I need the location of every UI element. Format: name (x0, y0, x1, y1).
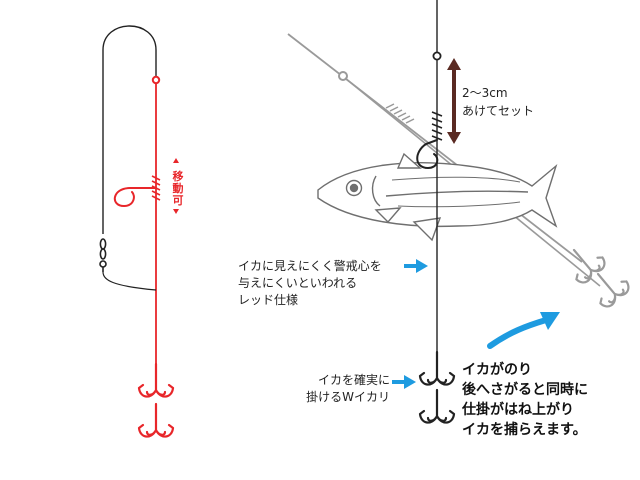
gap-setting-label: 2〜3cm あけてセット (462, 86, 535, 118)
blue-arrow-w-hook-note (392, 375, 416, 389)
w-hook-note: イカを確実に 掛けるWイカリ (306, 373, 390, 404)
blue-curve-arrow (487, 317, 549, 349)
movable-label: 移動可 (172, 170, 184, 207)
main-line-left (102, 25, 157, 234)
action-note: イカがのり 後へさがると同時に 仕掛がはね上がり イカを捕らえます。 (462, 362, 588, 438)
red-treble-hook-top (137, 362, 175, 398)
movable-down-arrow (173, 209, 179, 214)
left-ring (151, 75, 161, 85)
red-spec-note: イカに見えにくく警戒心を 与えにくいといわれる レッド仕様 (238, 259, 382, 307)
swivel-link (102, 271, 157, 291)
black-j-hook (416, 139, 439, 170)
red-treble-hook-bottom (137, 402, 175, 438)
blue-curve-arrowhead (540, 312, 560, 330)
black-treble-hook-top (418, 350, 456, 386)
red-j-hook (114, 187, 157, 208)
movable-up-arrow (173, 158, 179, 163)
gap-double-arrow (447, 58, 461, 144)
black-treble-hook-bottom (418, 388, 456, 424)
black-coil (431, 111, 443, 141)
swivel (99, 238, 107, 272)
right-ring (432, 51, 442, 61)
gray-coil (385, 103, 415, 124)
blue-arrow-red-note (404, 259, 428, 273)
gray-line-angled (287, 33, 583, 263)
